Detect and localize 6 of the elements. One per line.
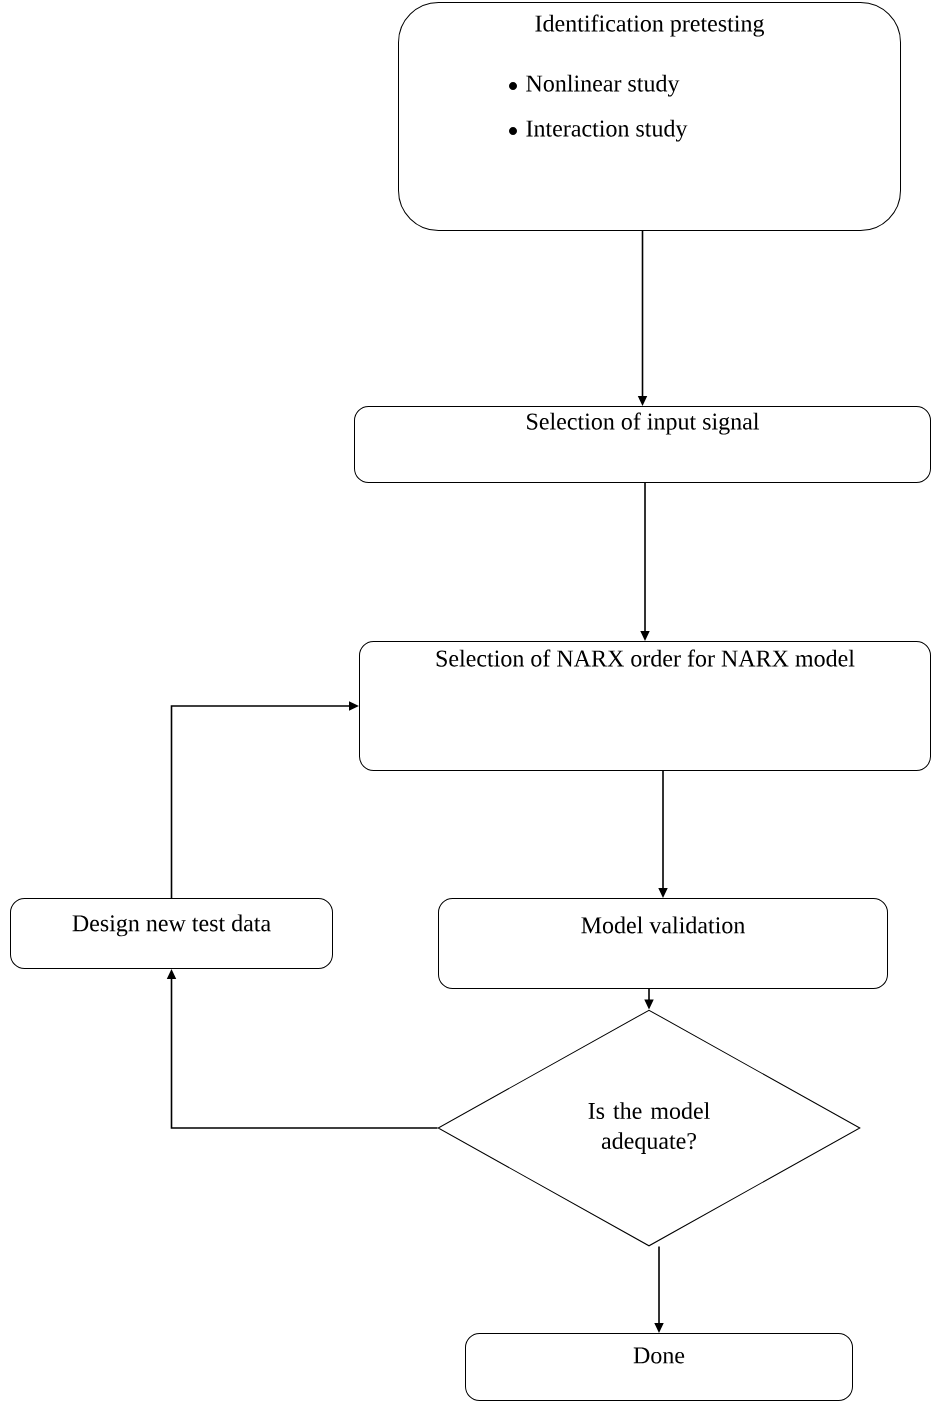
process-box: Selection of NARX order for NARX model	[359, 641, 931, 771]
process-box: Done	[465, 1333, 853, 1401]
process-box: Selection of input signal	[354, 406, 931, 483]
bulleted-box: Identification pretesting Nonlinear study Interaction study	[398, 2, 901, 231]
process-box: Design new test data	[10, 898, 333, 969]
process-box: Model validation	[438, 898, 888, 989]
